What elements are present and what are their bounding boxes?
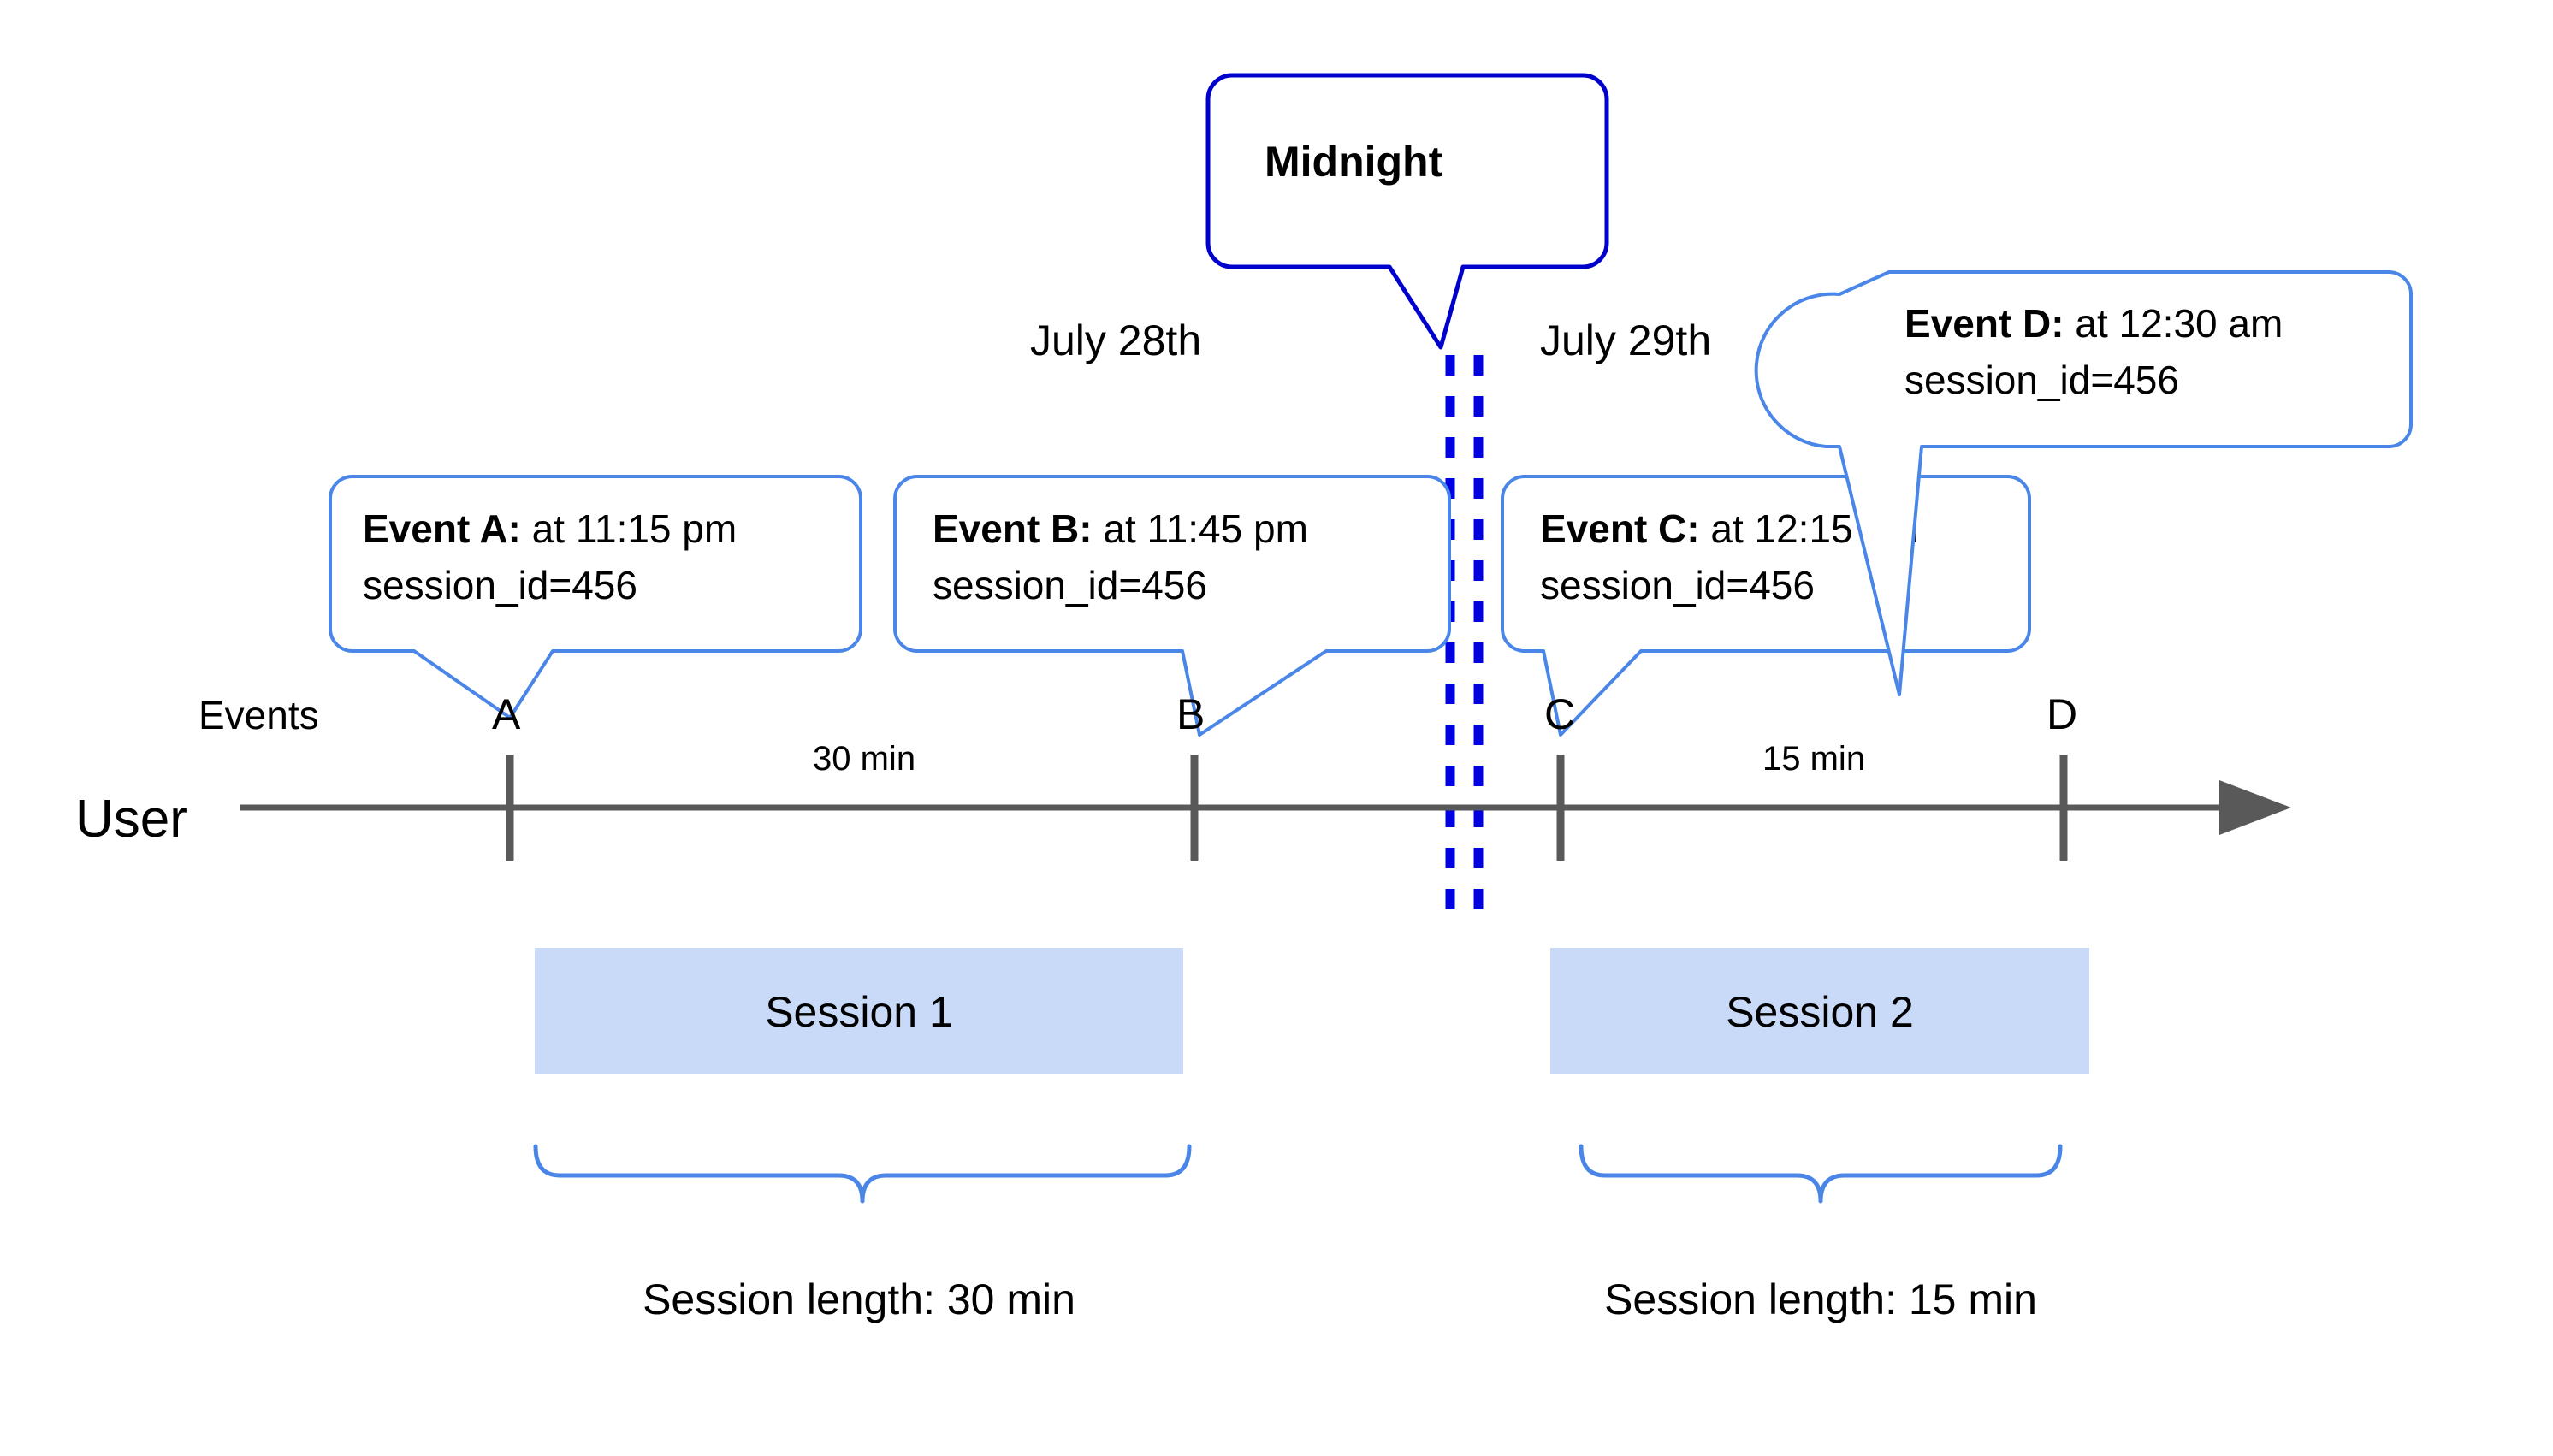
event-c-title: Event C: — [1540, 506, 1700, 551]
session-1-brace-group: Session length: 30 min — [533, 1144, 1192, 1323]
session-1-brace — [533, 1144, 1192, 1204]
event-b-callout[interactable]: Event B: at 11:45 pm session_id=456 — [893, 475, 1451, 737]
lane-label-user: User — [75, 790, 187, 849]
event-b-session-id: session_id=456 — [933, 563, 1207, 607]
event-a-time: at 11:15 pm — [521, 506, 737, 551]
event-d-session-id: session_id=456 — [1904, 358, 2179, 402]
session-1-length-label: Session length: 30 min — [643, 1275, 1075, 1323]
event-d-callout[interactable]: Event D: at 12:30 am session_id=456 — [1754, 270, 2413, 696]
event-tick-label-b: B — [1176, 690, 1205, 738]
event-b-title: Event B: — [933, 506, 1093, 551]
midnight-label: Midnight — [1265, 138, 1443, 186]
event-a-bubble — [329, 475, 862, 719]
date-label-july-29: July 29th — [1540, 317, 1711, 364]
event-d-text-line1: Event D: at 12:30 am — [1904, 301, 2283, 346]
event-a-title: Event A: — [363, 506, 521, 551]
session-1-bar[interactable]: Session 1 — [535, 948, 1183, 1074]
event-d-title: Event D: — [1904, 301, 2064, 346]
session-2-brace-group: Session length: 15 min — [1579, 1144, 2063, 1323]
gap-label-15-min: 15 min — [1762, 740, 1865, 778]
timeline-arrow-icon — [2219, 780, 2291, 835]
session-1-label: Session 1 — [765, 988, 953, 1036]
session-2-length-label: Session length: 15 min — [1604, 1275, 2037, 1323]
event-a-text-line1: Event A: at 11:15 pm — [363, 506, 737, 551]
midnight-callout[interactable]: Midnight — [1205, 73, 1609, 350]
session-2-rect — [1550, 948, 2089, 1074]
date-label-july-28: July 28th — [1030, 317, 1201, 364]
timeline-axis — [240, 755, 2291, 861]
lane-label-events: Events — [198, 693, 319, 737]
event-a-callout[interactable]: Event A: at 11:15 pm session_id=456 — [329, 475, 862, 719]
event-c-callout[interactable]: Event C: at 12:15 am session_id=456 — [1501, 475, 2031, 737]
event-b-text-line1: Event B: at 11:45 pm — [933, 506, 1308, 551]
event-d-time: at 12:30 am — [2064, 301, 2283, 346]
session-2-brace — [1579, 1144, 2063, 1204]
gap-label-30-min: 30 min — [813, 740, 915, 778]
event-c-session-id: session_id=456 — [1540, 563, 1815, 607]
event-a-session-id: session_id=456 — [363, 563, 637, 607]
event-tick-label-d: D — [2047, 690, 2077, 738]
event-d-bubble — [1754, 270, 2413, 696]
session-1-rect — [535, 948, 1183, 1074]
event-b-bubble — [893, 475, 1451, 737]
session-2-label: Session 2 — [1726, 988, 1914, 1036]
event-tick-label-c: C — [1544, 690, 1575, 738]
session-2-bar[interactable]: Session 2 — [1550, 948, 2089, 1074]
midnight-boundary-lines — [1445, 355, 1484, 928]
event-tick-label-a: A — [492, 690, 521, 738]
midnight-callout-bubble — [1205, 73, 1609, 350]
event-b-time: at 11:45 pm — [1093, 506, 1308, 551]
